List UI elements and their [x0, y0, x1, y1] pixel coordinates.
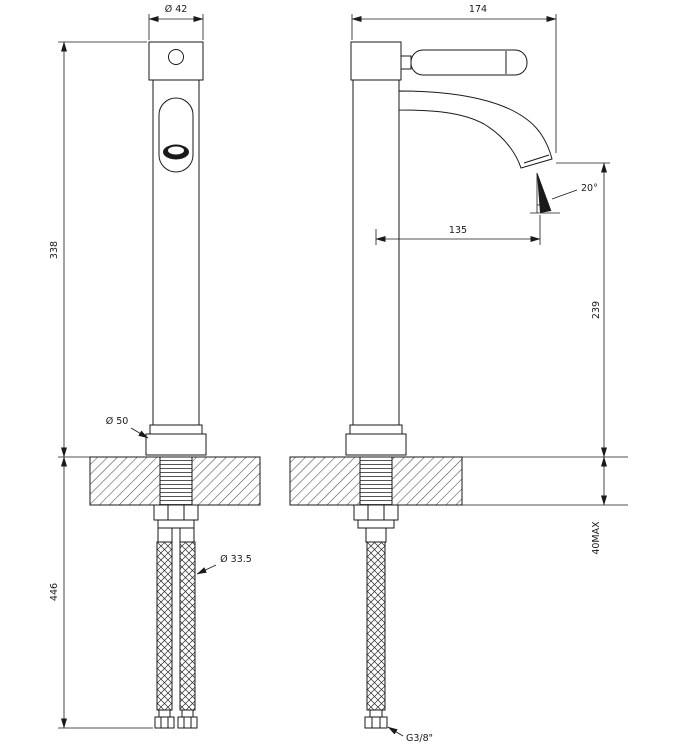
spout-opening	[158, 97, 194, 173]
hose-fitting-side	[365, 527, 387, 543]
aerator-inner	[168, 146, 184, 155]
spout	[398, 90, 553, 169]
mounting-nut-side	[353, 504, 399, 521]
dim-deck-thickness: 40MAX	[591, 456, 607, 555]
dim-label-hose-diameter: Ø 33.5	[220, 554, 252, 565]
dim-label-depth: 174	[469, 4, 487, 15]
spout-mouth-line	[523, 154, 550, 164]
dim-spout-reach: 135	[375, 215, 541, 245]
dim-label-below-deck-length: 446	[49, 583, 60, 601]
hose-fitting-right	[179, 527, 195, 543]
front-view	[89, 41, 261, 729]
mounting-nut-front	[153, 504, 199, 521]
base-flange-side	[345, 433, 407, 456]
dim-spout-height: 239	[556, 162, 610, 458]
handle-end-circle	[168, 49, 184, 65]
faucet-body-side	[352, 79, 400, 426]
dim-below-deck-length: 446	[49, 456, 153, 729]
threaded-shank-front	[159, 456, 193, 506]
dim-label-connection-thread: G3/8"	[406, 733, 433, 744]
side-view	[289, 41, 628, 729]
angle-leader-line	[551, 189, 578, 200]
hose-fitting-left	[157, 527, 173, 543]
dim-label-knob-diameter: Ø 42	[165, 4, 188, 15]
dim-knob-diameter: Ø 42	[148, 4, 204, 40]
threaded-shank-side	[359, 456, 393, 506]
washer-side	[357, 519, 395, 529]
dim-label-spout-reach: 135	[449, 225, 467, 236]
dim-connection-thread: G3/8"	[387, 726, 433, 744]
dim-height-above-deck: 338	[49, 41, 147, 458]
base-collar-side	[349, 424, 403, 435]
base-flange-front	[145, 433, 207, 456]
base-collar-front	[149, 424, 203, 435]
dim-depth: 174	[351, 4, 557, 153]
hose-nut-side	[364, 716, 388, 729]
knurled-knob-side	[350, 41, 402, 81]
hose-nut-left	[154, 716, 175, 729]
hose-nut-right	[177, 716, 198, 729]
faucet-body-front	[152, 79, 200, 426]
handle-neck	[400, 55, 412, 70]
dim-label-spout-height: 239	[591, 301, 602, 319]
dimensions: Ø 42 338 446 Ø 50 Ø 33.5 174 20°	[49, 4, 610, 744]
handle-lever	[410, 49, 528, 76]
flex-hose-right	[179, 541, 196, 711]
spray-angle-wedge	[537, 173, 551, 213]
dim-label-height-above-deck: 338	[49, 241, 60, 259]
dim-label-base-diameter: Ø 50	[106, 416, 129, 427]
washer-front	[157, 519, 195, 529]
flex-hose-side	[366, 541, 386, 711]
dim-hose-diameter: Ø 33.5	[196, 554, 252, 575]
dim-label-deck-thickness: 40MAX	[591, 521, 602, 555]
dim-base-diameter: Ø 50	[106, 416, 149, 439]
flex-hose-left	[156, 541, 173, 711]
dim-label-spray-angle: 20°	[581, 183, 598, 194]
